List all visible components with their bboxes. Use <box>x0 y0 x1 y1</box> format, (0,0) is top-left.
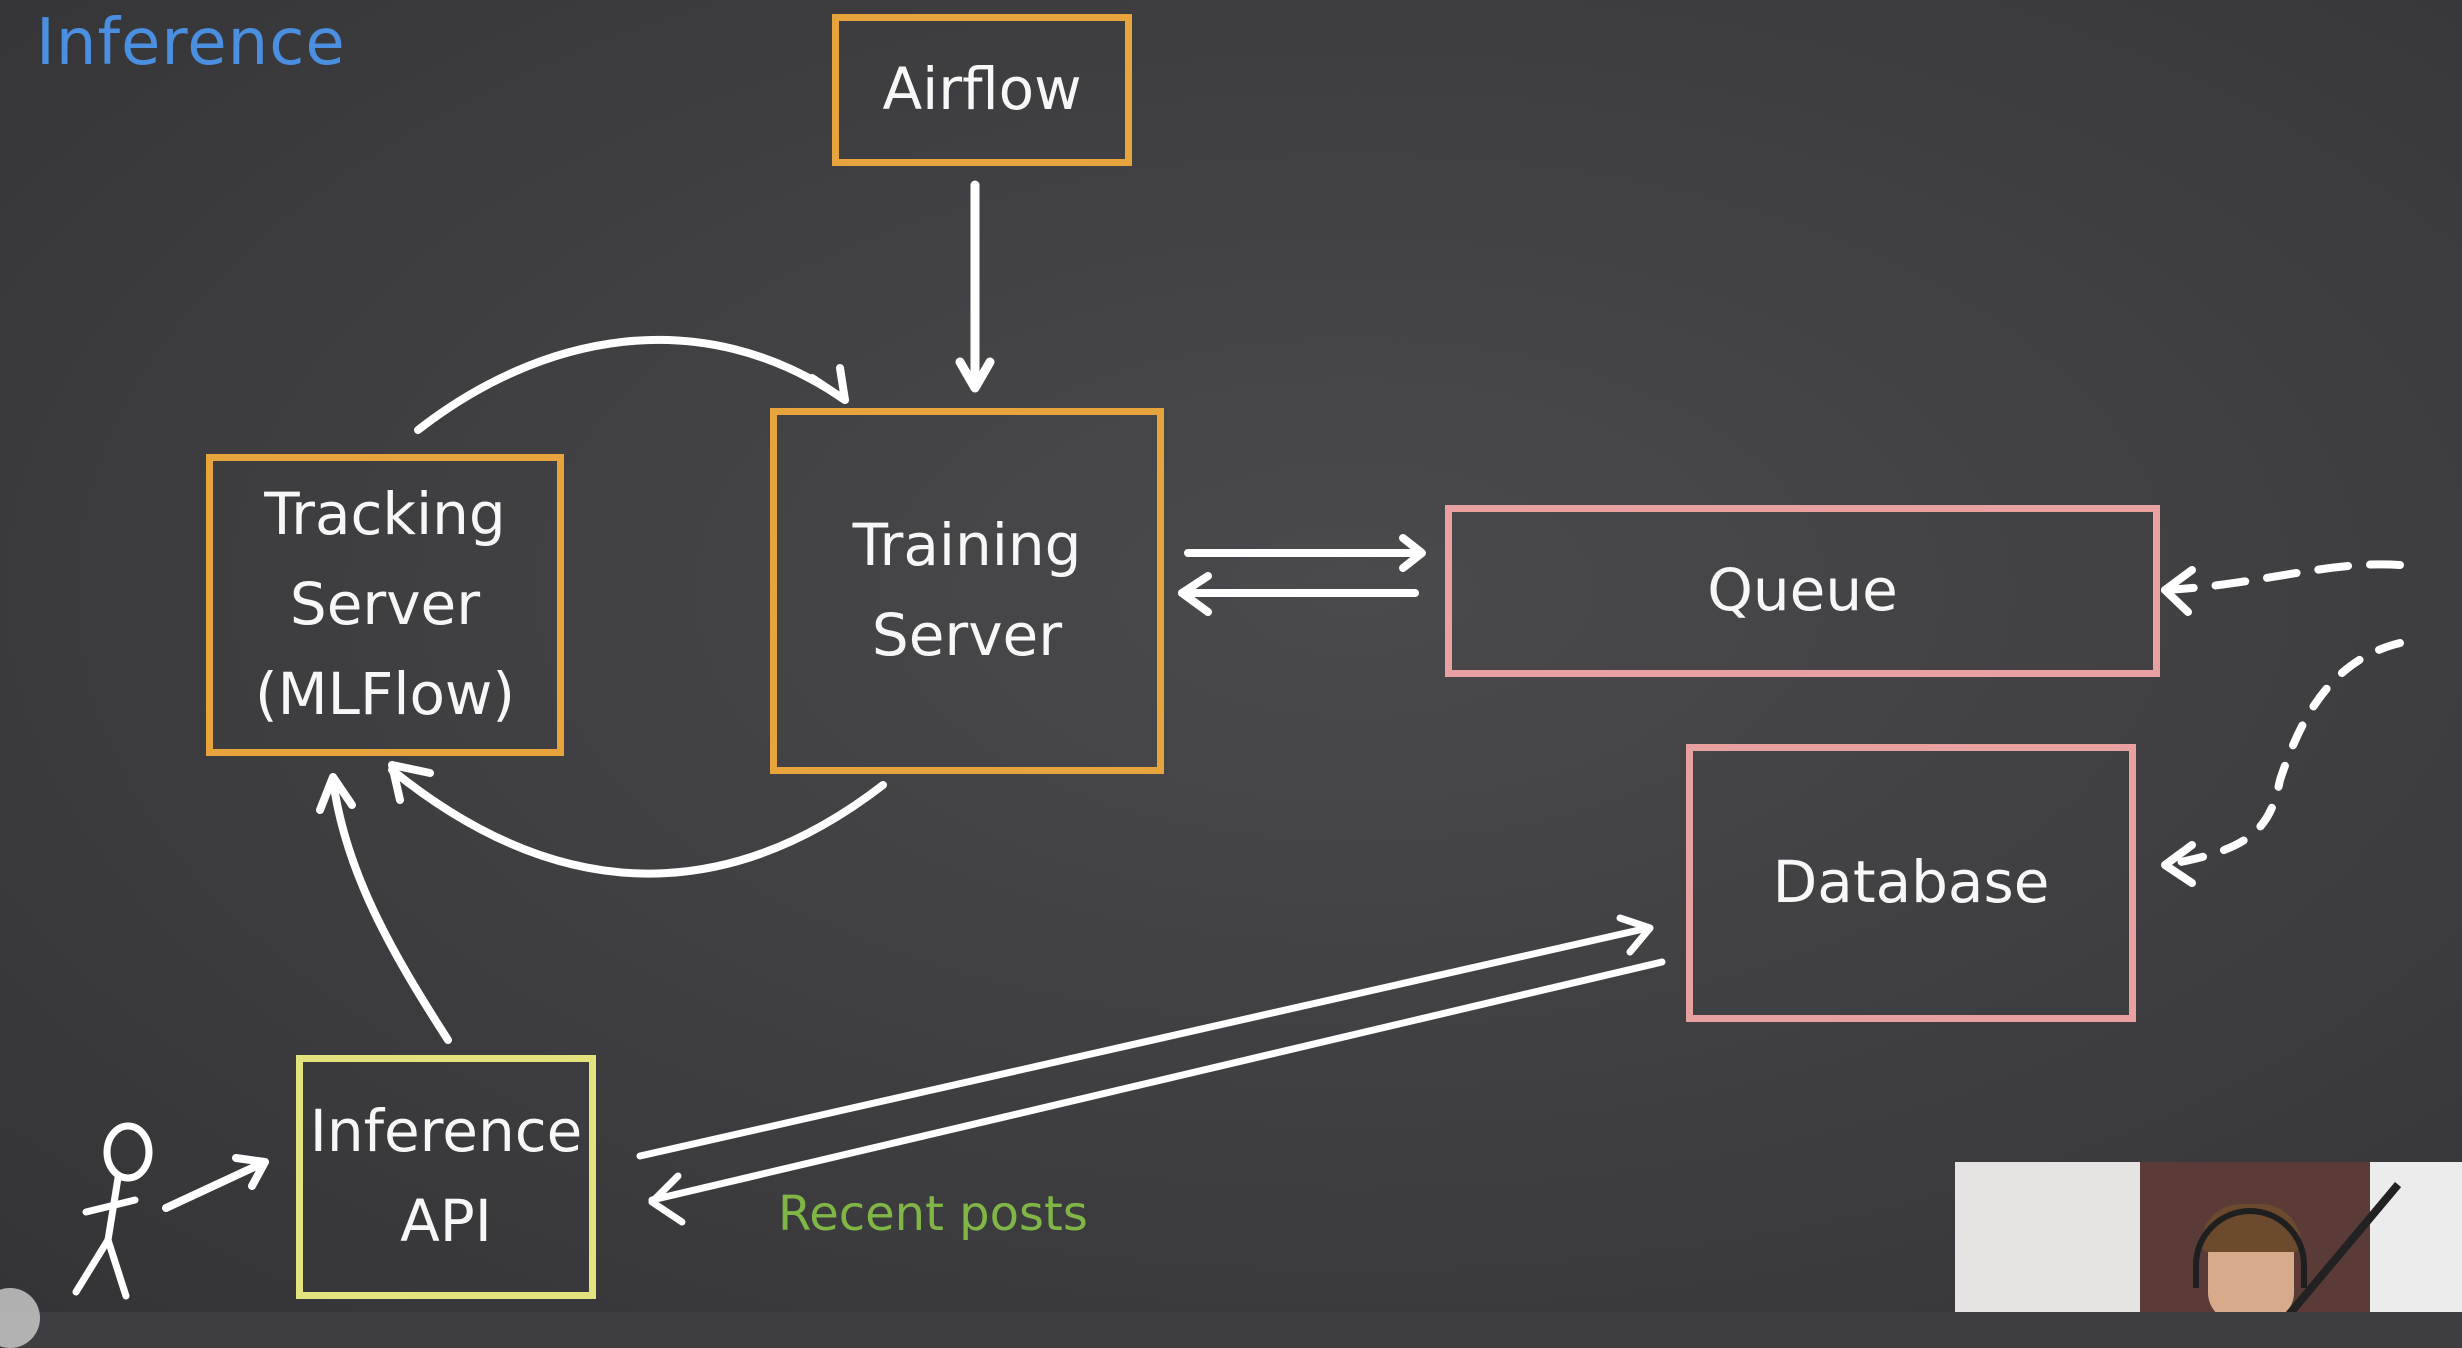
user-stick-figure <box>72 1122 153 1300</box>
arrow-queue-to-training <box>1178 572 1419 616</box>
dashed-arrow-to-queue <box>2161 560 2404 594</box>
arrow-training-to-queue <box>1184 534 1426 572</box>
queue-node: Queue <box>1445 505 2160 677</box>
canvas-background <box>0 0 2462 1312</box>
database-label: Database <box>1772 848 2050 917</box>
arrow-database-to-inference <box>648 958 1666 1226</box>
dashed-arrow-head-database <box>2161 841 2196 887</box>
inference-api-node: Inference API <box>296 1055 596 1299</box>
inference-api-label: Inference API <box>309 1097 583 1255</box>
arrow-inference-to-tracking <box>316 773 452 1044</box>
tracking-server-node: Tracking Server (MLFlow) <box>206 454 564 756</box>
training-server-node: Training Server <box>770 408 1164 774</box>
slide-title: Inference <box>36 6 346 80</box>
airflow-node: Airflow <box>832 14 1132 166</box>
recent-posts-label: Recent posts <box>778 1186 1088 1242</box>
training-server-label: Training Server <box>852 511 1082 669</box>
dashed-arrow-to-database <box>2161 639 2404 869</box>
arrow-airflow-to-training <box>955 180 995 393</box>
arrow-inference-to-database <box>636 914 1654 1160</box>
arrow-user-to-inference <box>162 1154 269 1212</box>
headset-icon <box>2193 1208 2307 1288</box>
diagram-arrows <box>72 180 2404 1300</box>
arrow-tracking-to-training <box>414 335 849 434</box>
presenter-webcam <box>1955 1162 2462 1312</box>
database-node: Database <box>1686 744 2136 1022</box>
tracking-server-label: Tracking Server (MLFlow) <box>254 480 515 728</box>
arrow-training-to-tracking <box>388 761 887 878</box>
queue-label: Queue <box>1707 556 1898 625</box>
airflow-label: Airflow <box>882 55 1082 124</box>
dashed-arrow-head-queue <box>2161 566 2196 616</box>
